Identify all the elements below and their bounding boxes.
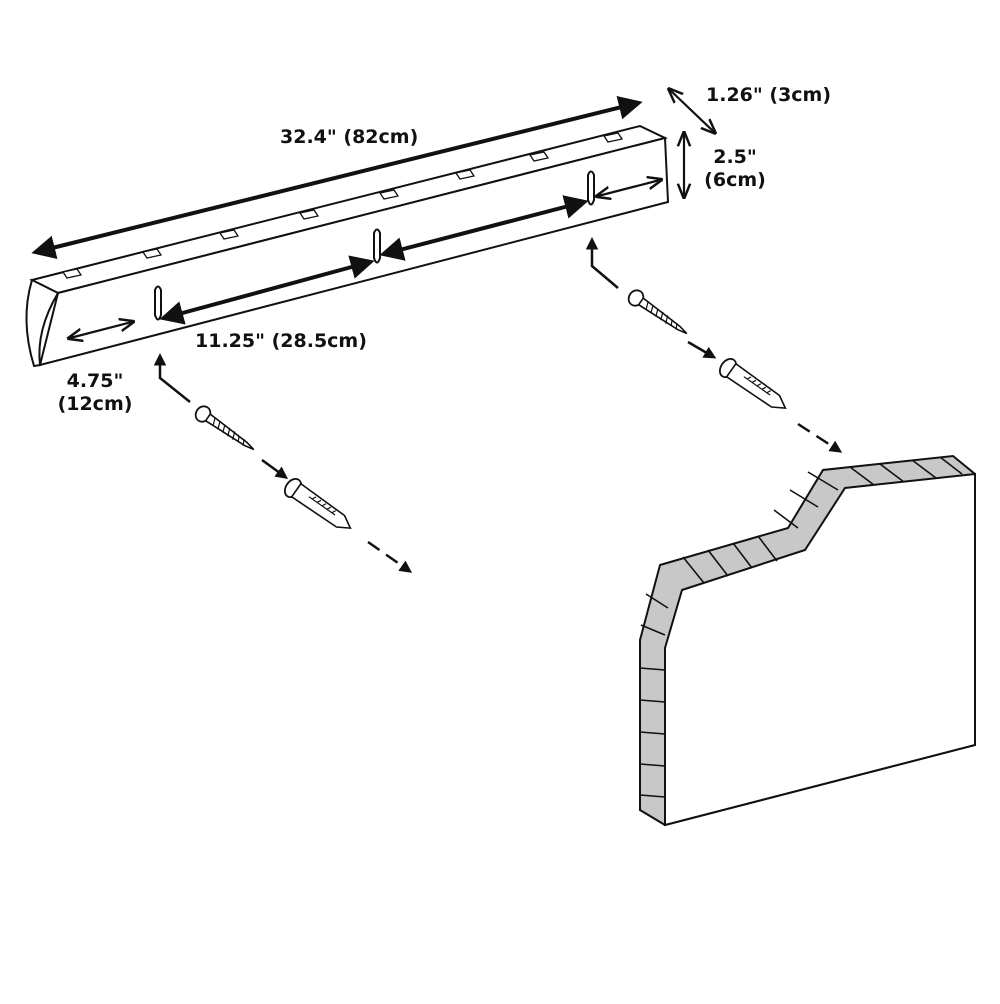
wall-anchor-icon xyxy=(718,357,787,410)
height-label: 2.5" (6cm) xyxy=(700,146,770,192)
height-label-line2: (6cm) xyxy=(704,169,766,191)
length-arrow xyxy=(31,95,643,260)
hook-icon xyxy=(587,170,595,206)
end-offset-arrow xyxy=(70,322,132,338)
hook-icon xyxy=(154,285,162,321)
right-install-path xyxy=(585,237,843,453)
wall-section xyxy=(639,454,976,827)
dash-arrow xyxy=(687,340,717,359)
hook-spacing-label: 11.25" (28.5cm) xyxy=(195,330,367,352)
wall-face xyxy=(664,472,976,827)
screw-icon xyxy=(194,405,255,451)
dash-arrow xyxy=(261,458,289,479)
dimension-arrows xyxy=(31,90,714,338)
end-offset-label-line2: (12cm) xyxy=(57,393,133,415)
dash-arrow xyxy=(797,422,843,453)
right-end-offset-arrow xyxy=(598,180,660,196)
slot xyxy=(61,268,83,279)
wall-edge-hatching xyxy=(639,456,963,798)
hook-spacing-arrow-1 xyxy=(159,255,375,325)
left-install-path xyxy=(153,353,413,573)
up-arrow xyxy=(585,237,619,289)
height-label-line1: 2.5" xyxy=(713,146,757,168)
length-label: 32.4" (82cm) xyxy=(280,126,419,148)
screw-icon xyxy=(627,289,688,335)
dash-arrow xyxy=(367,540,413,573)
end-offset-label-line1: 4.75" xyxy=(66,370,124,392)
depth-label: 1.26" (3cm) xyxy=(706,84,832,106)
depth-arrow xyxy=(670,90,714,132)
hook-spacing-arrow-2 xyxy=(379,195,589,261)
hook-icon xyxy=(373,228,381,264)
board-end-face xyxy=(25,278,60,368)
end-offset-label: 4.75" (12cm) xyxy=(50,370,140,416)
up-arrow xyxy=(153,353,191,403)
wall-anchor-icon xyxy=(283,477,352,530)
